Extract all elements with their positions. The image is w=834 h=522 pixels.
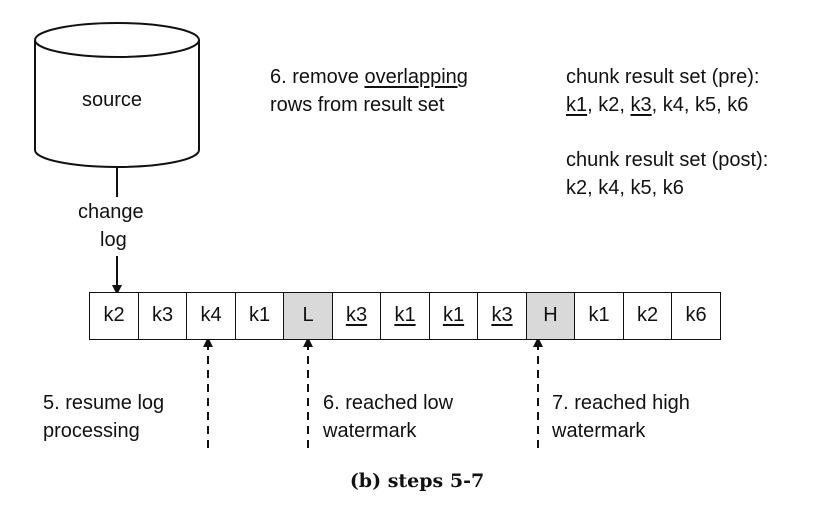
source-cylinder [34, 22, 200, 168]
change-log-label-line1: change [78, 201, 144, 223]
pre-set-item: k3 [630, 94, 652, 116]
step6-line2: watermark [323, 420, 417, 442]
pre-set-items: k1, k2, k3, k4, k5, k6 [566, 94, 749, 116]
watermark-cell: H [525, 292, 576, 340]
pre-set-item: k4 [662, 94, 684, 116]
post-set-item: k4 [598, 177, 620, 199]
log-cell: k1 [428, 292, 479, 340]
log-cell-label: H [543, 304, 558, 326]
source-label: source [82, 89, 143, 111]
post-set-items: k2, k4, k5, k6 [566, 177, 684, 199]
step5-line2: processing [43, 420, 140, 442]
step6-remove-line2: rows from result set [270, 94, 445, 116]
step7-line1: 7. reached high [552, 392, 690, 414]
change-log-label-line2: log [100, 229, 127, 251]
pre-set-item: k6 [727, 94, 749, 116]
log-cell: k3 [477, 292, 527, 340]
log-cell-label: k6 [685, 304, 707, 326]
post-set-title: chunk result set (post): [566, 149, 769, 171]
post-set-item: k5 [630, 177, 652, 199]
log-cell: k4 [186, 292, 236, 340]
step7-line2: watermark [552, 420, 646, 442]
log-cell-label: k1 [588, 304, 610, 326]
step6-remove-emphasis: overlapping [364, 66, 468, 88]
step6-remove-prefix: 6. remove [270, 66, 365, 88]
post-set-item: k2 [566, 177, 588, 199]
log-cell: k1 [574, 292, 624, 340]
log-cell: k1 [380, 292, 430, 340]
post-set-item: k6 [662, 177, 684, 199]
watermark-cell: L [283, 292, 333, 340]
log-cell-label: k2 [636, 304, 659, 326]
log-cell-label: k1 [442, 304, 465, 326]
pre-set-item: k2 [598, 94, 620, 116]
step6-line1: 6. reached low [323, 392, 454, 414]
step6-remove-text: 6. remove overlapping [270, 63, 468, 91]
pre-set-title: chunk result set (pre): [566, 66, 760, 88]
log-cell-label: k1 [248, 304, 271, 326]
log-cell-label: k4 [200, 304, 222, 326]
pre-set-item: k1 [566, 94, 588, 116]
pre-set-item: k5 [695, 94, 717, 116]
figure-caption: (b) steps 5-7 [349, 470, 485, 492]
log-cell-label: k1 [394, 304, 416, 326]
log-cell: k2 [89, 292, 139, 340]
log-cell: k3 [331, 292, 382, 340]
log-cell-label: k3 [345, 304, 368, 326]
log-cell: k6 [671, 292, 721, 340]
log-cell: k3 [137, 292, 188, 340]
step5-line1: 5. resume log [43, 392, 165, 414]
log-cell: k1 [234, 292, 285, 340]
log-cell: k2 [622, 292, 673, 340]
log-cell-label: k3 [491, 304, 513, 326]
log-cell-label: k2 [103, 304, 125, 326]
log-cell-label: L [302, 304, 314, 326]
log-cell-label: k3 [151, 304, 174, 326]
